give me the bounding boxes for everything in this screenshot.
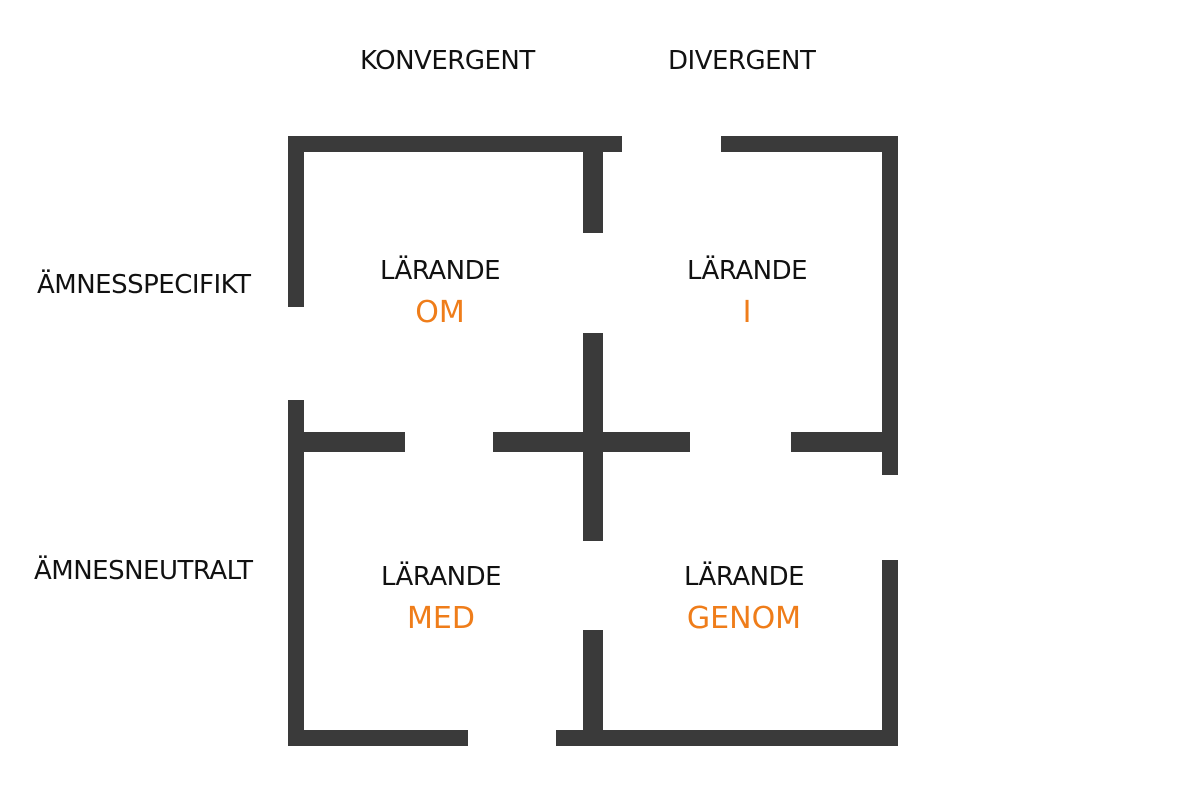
cell-larande-med: LÄRANDE MED — [331, 564, 551, 634]
wall-center-horizontal-left — [288, 432, 405, 452]
wall-center-horizontal-right — [791, 432, 898, 452]
cell-word: LÄRANDE — [379, 256, 501, 286]
cell-word: LÄRANDE — [683, 562, 805, 592]
wall-right-lower — [882, 560, 898, 746]
cell-preposition: OM — [415, 295, 465, 330]
wall-center-vertical-bottom — [583, 630, 603, 746]
column-header-konvergent: KONVERGENT — [360, 46, 535, 76]
cell-preposition: MED — [407, 601, 475, 636]
cell-larande-genom: LÄRANDE GENOM — [634, 564, 854, 634]
wall-bottom-right — [556, 730, 898, 746]
cell-preposition: GENOM — [686, 601, 802, 636]
cell-preposition: I — [742, 295, 752, 330]
wall-bottom-left — [288, 730, 468, 746]
cell-word: LÄRANDE — [380, 562, 502, 592]
wall-left-lower — [288, 400, 304, 746]
row-header-amnesneutralt: ÄMNESNEUTRALT — [34, 556, 253, 586]
cell-larande-om: LÄRANDE OM — [330, 258, 550, 328]
row-header-amnesspecifikt: ÄMNESSPECIFIKT — [37, 270, 251, 300]
wall-left-upper — [288, 136, 304, 307]
cell-word: LÄRANDE — [686, 256, 808, 286]
column-header-divergent: DIVERGENT — [668, 46, 816, 76]
wall-top-left — [288, 136, 622, 152]
wall-center-horizontal-middle — [493, 432, 690, 452]
wall-center-vertical-top — [583, 136, 603, 233]
cell-larande-i: LÄRANDE I — [637, 258, 857, 328]
wall-top-right — [721, 136, 898, 152]
wall-right-upper — [882, 136, 898, 475]
